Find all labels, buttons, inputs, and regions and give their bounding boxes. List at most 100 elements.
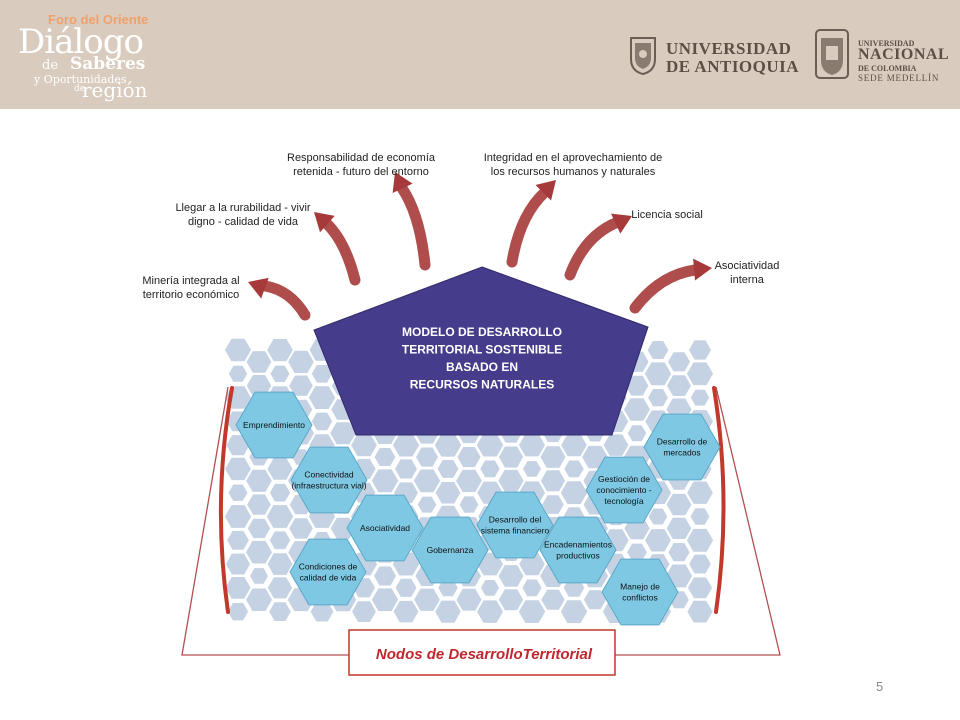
development-nodes: EmprendimientoConectividad(infraestructu… (235, 391, 721, 626)
bg-hex (523, 461, 541, 477)
bg-hex (228, 365, 248, 382)
bg-hex (540, 470, 566, 492)
foro-logo-line2: Diálogo (18, 22, 144, 62)
foro-logo-line5: y Oportunidades (34, 73, 127, 86)
bg-hex (625, 375, 649, 396)
bg-hex (498, 565, 524, 587)
bg-hex (518, 600, 546, 623)
bg-hex (519, 553, 545, 576)
bg-hex (627, 543, 647, 561)
bg-hex (438, 579, 458, 597)
outcome-arrow (259, 280, 311, 321)
bg-hex (564, 460, 584, 478)
bg-hex (224, 505, 252, 528)
bg-hex (583, 590, 607, 610)
universidad-de-antioquia-logo: UNIVERSIDAD DE ANTIOQUIA (628, 35, 799, 79)
foro-logo-line7: región (82, 78, 148, 102)
bg-hex (627, 425, 647, 442)
node-hexagon: Emprendimiento (235, 391, 313, 459)
node-label: Emprendimiento (243, 420, 305, 430)
node-hexagon: Gobernanza (411, 516, 489, 584)
bg-hex (668, 543, 690, 562)
bg-hex (310, 601, 334, 622)
node-label: Gobernanza (427, 545, 474, 555)
bg-hex (269, 531, 291, 550)
center-pentagon (313, 266, 649, 436)
arrow-head (392, 172, 413, 193)
foro-logo-line3: de (42, 58, 59, 73)
bg-hex (666, 517, 692, 539)
bg-hex (371, 588, 399, 612)
unal-seal-icon (815, 29, 849, 79)
bg-hex (560, 481, 588, 505)
bg-hex (667, 375, 691, 396)
foro-logo-line6: de (74, 84, 86, 94)
unal-logo-line1: UNIVERSIDAD (858, 39, 915, 48)
outcome-arrow (506, 186, 551, 268)
bg-hex (477, 600, 503, 623)
bg-hex (435, 482, 461, 504)
bg-hex (624, 398, 650, 421)
bg-hex (330, 422, 356, 445)
bg-hex (246, 588, 272, 611)
universidad-nacional-logo: UNIVERSIDAD NACIONAL DE COLOMBIA SEDE ME… (812, 28, 952, 84)
bg-hex (371, 469, 399, 493)
bg-hex (414, 588, 440, 611)
unal-logo-line2: NACIONAL (858, 46, 950, 63)
right-bracket (712, 386, 726, 614)
bg-hex (647, 341, 669, 359)
arrow-head (535, 180, 556, 201)
bg-hex (393, 600, 419, 623)
bg-hex (480, 460, 500, 478)
bg-hex (690, 508, 710, 525)
header-banner: Foro del Oriente Diálogo de Saberes y Op… (0, 0, 960, 109)
node-label: Asociatividad (360, 523, 410, 533)
bg-hex (289, 375, 313, 396)
bg-hex (437, 459, 459, 478)
bg-hex (250, 568, 268, 584)
bg-hex (522, 579, 542, 597)
bg-hex (666, 493, 692, 516)
bg-hex (226, 435, 250, 456)
bg-hex (266, 505, 294, 528)
bg-hex (456, 588, 482, 611)
bg-hex (540, 446, 566, 468)
bg-hex (498, 469, 524, 492)
bg-hex (603, 434, 629, 456)
outcome-arrow (629, 264, 701, 314)
bg-hex (225, 577, 251, 599)
bg-hex (686, 362, 714, 386)
arrow-head (693, 258, 712, 281)
arrow-head (314, 212, 335, 233)
unal-logo-line4: SEDE MEDELLÍN (858, 73, 940, 83)
bg-hex (308, 386, 336, 409)
foro-logo-line4: Saberes (70, 54, 146, 74)
bg-hex (374, 566, 396, 586)
bg-hex (459, 496, 479, 513)
bg-hex (227, 602, 249, 621)
bg-hex (225, 457, 251, 481)
bg-hex (542, 495, 564, 514)
foro-logo-line1: Foro del Oriente (48, 12, 149, 27)
bg-hex (289, 518, 313, 539)
bg-hex (519, 433, 545, 457)
footer-label-text: Nodos de DesarrolloTerritorial (376, 646, 593, 663)
bg-hex (246, 375, 272, 397)
bg-hex (689, 340, 711, 360)
bg-hex (417, 496, 437, 513)
bg-hex (246, 469, 272, 492)
arrow-head (247, 277, 269, 299)
bg-hex (395, 459, 417, 479)
